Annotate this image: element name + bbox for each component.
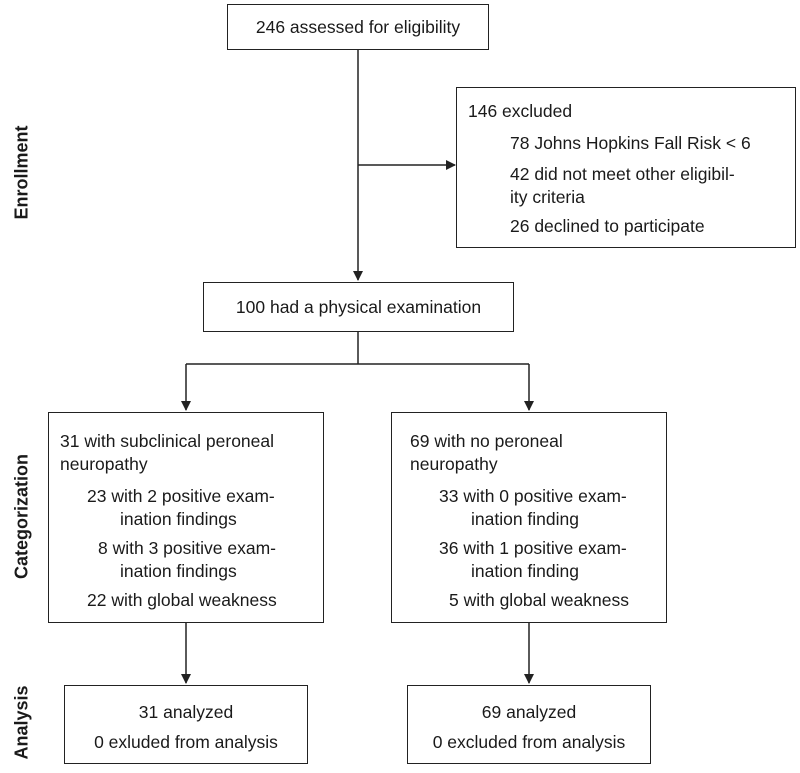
no-neuropathy-item: 33 with 0 positive exam-	[439, 486, 627, 506]
subclinical-item-continued: ination findings	[120, 561, 237, 581]
excluded-item: 78 Johns Hopkins Fall Risk < 6	[510, 133, 751, 153]
exam-text: 100 had a physical examination	[235, 297, 482, 317]
no-neuropathy-item: 5 with global weakness	[449, 590, 629, 610]
section-label-categorization: Categorization	[11, 454, 32, 580]
section-label-analysis: Analysis	[11, 685, 32, 760]
subclinical-title: 31 with subclinical peroneal	[60, 431, 275, 451]
excluded-title: 146 excluded	[468, 101, 573, 121]
excluded-item-continued: ity criteria	[510, 187, 585, 207]
no-neuropathy-box: 69 with no peroneal neuropathy 33 with 0…	[391, 412, 667, 623]
analysis-left-box: 31 analyzed 0 exluded from analysis	[64, 685, 308, 764]
analysis-left-excluded: 0 exluded from analysis	[94, 732, 278, 752]
no-neuropathy-item-continued: ination finding	[471, 509, 579, 529]
excluded-box: 146 excluded 78 Johns Hopkins Fall Risk …	[456, 87, 796, 248]
assessed-box: 246 assessed for eligibility	[227, 4, 489, 50]
analysis-left-analyzed: 31 analyzed	[138, 702, 234, 722]
subclinical-title-continued: neuropathy	[60, 454, 148, 474]
subclinical-item: 22 with global weakness	[87, 590, 277, 610]
no-neuropathy-item-continued: ination finding	[471, 561, 579, 581]
excluded-item: 26 declined to participate	[510, 216, 705, 236]
section-label-enrollment: Enrollment	[11, 125, 32, 220]
subclinical-item: 23 with 2 positive exam-	[87, 486, 275, 506]
excluded-item: 42 did not meet other eligibil-	[510, 164, 735, 184]
subclinical-box: 31 with subclinical peroneal neuropathy …	[48, 412, 324, 623]
no-neuropathy-title-continued: neuropathy	[410, 454, 498, 474]
assessed-text: 246 assessed for eligibility	[255, 17, 461, 37]
subclinical-item-continued: ination findings	[120, 509, 237, 529]
no-neuropathy-item: 36 with 1 positive exam-	[439, 538, 627, 558]
no-neuropathy-title: 69 with no peroneal	[410, 431, 563, 451]
exam-box: 100 had a physical examination	[203, 282, 514, 332]
analysis-right-excluded: 0 excluded from analysis	[432, 732, 626, 752]
subclinical-item: 8 with 3 positive exam-	[98, 538, 276, 558]
analysis-right-box: 69 analyzed 0 excluded from analysis	[407, 685, 651, 764]
analysis-right-analyzed: 69 analyzed	[481, 702, 577, 722]
